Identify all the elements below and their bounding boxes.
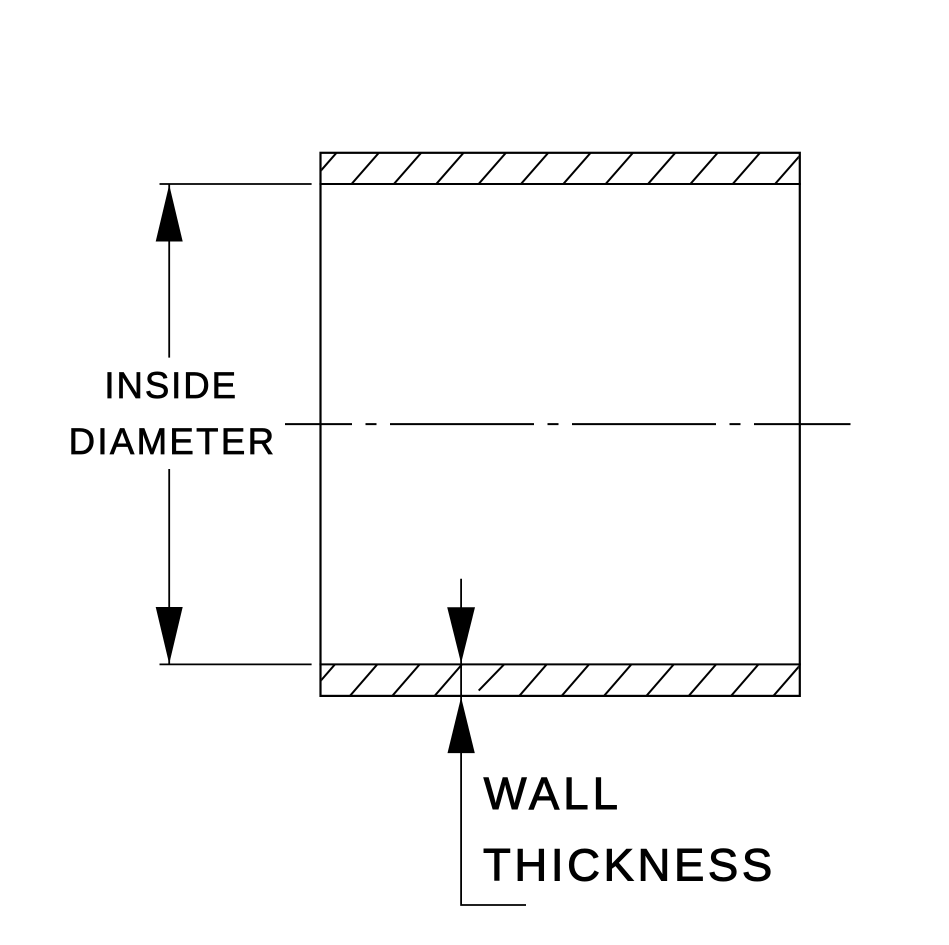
svg-text:WALL: WALL (484, 768, 618, 819)
svg-text:INSIDE: INSIDE (104, 365, 236, 406)
svg-text:DIAMETER: DIAMETER (69, 421, 274, 462)
svg-text:THICKNESS: THICKNESS (483, 839, 772, 890)
